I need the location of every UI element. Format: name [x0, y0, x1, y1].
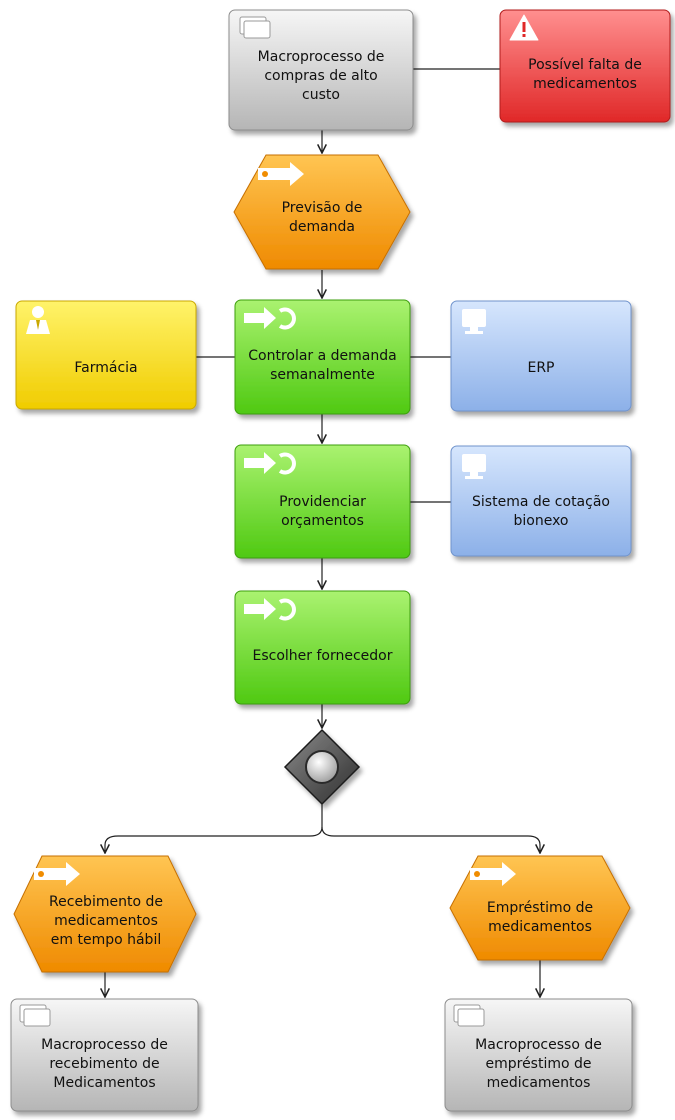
connectors	[105, 68, 540, 997]
process-icon	[453, 1004, 485, 1027]
function-controlar-demanda-node[interactable]	[234, 299, 411, 415]
warning-icon	[509, 14, 539, 41]
split-left	[105, 803, 323, 853]
macroprocess-compras-node[interactable]	[228, 9, 414, 131]
system-cotacao-bionexo-node[interactable]	[450, 445, 632, 557]
process-icon	[19, 1004, 51, 1027]
function-icon	[244, 307, 296, 330]
system-erp-node[interactable]	[450, 300, 632, 412]
event-icon	[34, 862, 80, 886]
role-farmacia-node[interactable]	[15, 300, 197, 410]
xor-gateway-icon[interactable]	[283, 728, 361, 806]
function-icon	[244, 452, 296, 475]
function-escolher-fornecedor-node[interactable]	[234, 590, 411, 705]
event-recebimento-tempo-habil-node[interactable]	[13, 855, 197, 973]
macroprocess-recebimento-node[interactable]	[10, 998, 199, 1112]
computer-icon	[462, 309, 486, 334]
function-icon	[244, 598, 296, 621]
macroprocess-emprestimo-node[interactable]	[444, 998, 633, 1112]
process-icon	[239, 16, 271, 39]
event-icon	[470, 862, 516, 886]
event-icon	[258, 162, 304, 186]
computer-icon	[462, 454, 486, 479]
person-icon	[26, 306, 50, 334]
risk-falta-medicamentos-node[interactable]	[499, 9, 671, 123]
event-emprestimo-medicamentos-node[interactable]	[449, 855, 631, 961]
event-previsao-demanda-node[interactable]	[233, 154, 411, 270]
split-right	[321, 826, 540, 853]
function-providenciar-orcamentos-node[interactable]	[234, 444, 411, 559]
